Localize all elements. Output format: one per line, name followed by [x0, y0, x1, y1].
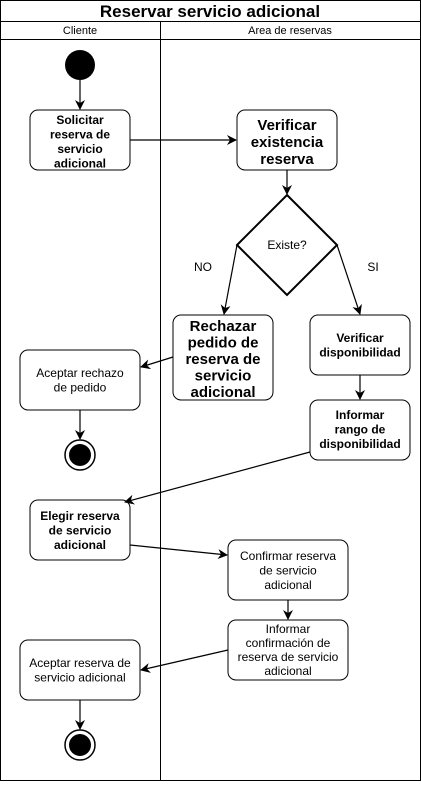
node-label-line: confirmación de [246, 636, 331, 650]
node-label-line: de servicio [259, 564, 317, 578]
node-label-line: reserva de servicio [238, 650, 339, 664]
node-label-line: servicio adicional [34, 671, 125, 685]
node-label-line: Rechazar [190, 318, 257, 335]
node-label-line: Elegir reserva [40, 509, 120, 523]
node-label-line: servicio [57, 142, 102, 156]
node-label-n-decision: Existe? [267, 238, 307, 252]
edge-rechazar-aceptar [140, 356, 174, 370]
initial-node [65, 50, 95, 80]
node-label-line: adicional [54, 538, 106, 552]
decision-existe: Existe? [235, 193, 339, 297]
node-label-line: Verificar [257, 117, 316, 134]
node-label-line: adicional [54, 157, 106, 171]
edge-decision-no [220, 244, 238, 315]
node-label-line: adicional [264, 578, 311, 592]
node-label-line: Informar [336, 408, 385, 422]
node-label-line: Informar [266, 622, 311, 636]
node-label-line: Verificar [336, 331, 384, 345]
lane-label-cliente: Cliente [63, 25, 97, 37]
node-label-line: existencia [251, 134, 324, 151]
node-label-line: Existe? [267, 238, 307, 252]
diagram-title: Reservar servicio adicional [100, 2, 320, 21]
node-label-line: reserva de [185, 351, 260, 368]
node-label-line: reserva de [50, 128, 110, 142]
final-node-rechazo [64, 439, 96, 471]
node-label-line: servicio [195, 368, 252, 385]
final-node-reserva [64, 729, 96, 761]
edge-informar-elegir [124, 451, 311, 505]
node-label-line: pedido de [188, 335, 259, 352]
node-label-line: adicional [190, 384, 255, 401]
lane-label-area-reservas: Area de reservas [248, 25, 332, 37]
node-label-line: disponibilidad [319, 346, 400, 360]
edge-decision-si [336, 244, 362, 315]
edge-elegir-confirmar [129, 544, 228, 560]
node-label-line: reserva [260, 151, 314, 168]
node-label-line: Confirmar reserva [240, 549, 336, 563]
edge-informar-aceptar [140, 649, 229, 673]
node-label-line: Aceptar reserva de [29, 656, 131, 670]
edge-label-si: SI [367, 260, 378, 274]
node-label-line: adicional [264, 664, 311, 678]
edge-label-no: NO [194, 260, 212, 274]
node-label-line: disponibilidad [319, 437, 400, 451]
node-label-line: de pedido [54, 381, 107, 395]
node-label-line: Solicitar [56, 113, 104, 127]
node-label-line: rango de [335, 423, 386, 437]
node-label-line: de servicio [49, 524, 112, 538]
node-label-line: Aceptar rechazo [36, 366, 124, 380]
